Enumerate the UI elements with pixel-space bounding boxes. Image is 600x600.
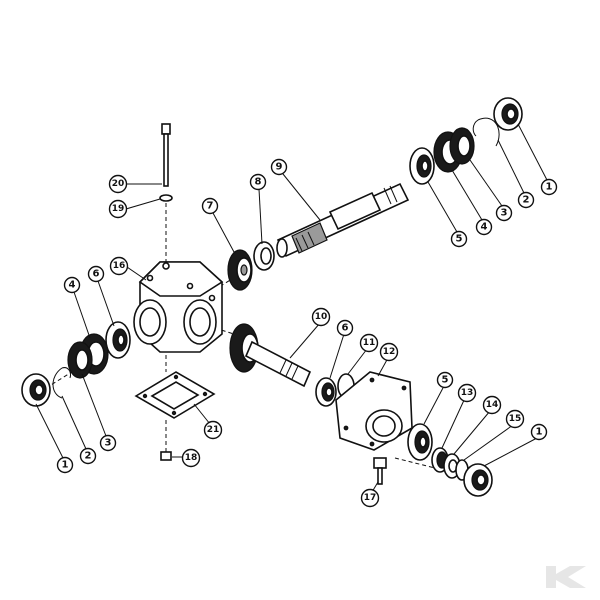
callout-label: 2 (523, 195, 530, 206)
washer-19 (159, 194, 173, 202)
output-gear-shaft-10 (229, 323, 312, 388)
callout-7: 7 (201, 197, 219, 215)
callouts: 1 2 3 4 5 9 8 7 20 19 16 6 4 1 2 3 (56, 158, 558, 508)
circlip-2-left (52, 367, 71, 399)
callout-5-lower: 5 (436, 371, 454, 389)
callout-6-left: 6 (87, 265, 105, 283)
plug-18 (160, 451, 172, 461)
callout-label: 14 (486, 400, 499, 410)
callout-label: 3 (501, 208, 508, 219)
callout-label: 20 (112, 179, 125, 189)
callout-4-top: 4 (475, 218, 493, 236)
callout-1-left: 1 (56, 456, 74, 474)
callout-label: 4 (481, 222, 488, 233)
bevel-gear-7 (227, 249, 253, 291)
callout-8: 8 (249, 173, 267, 191)
spacer-3-left (67, 341, 93, 379)
callout-16: 16 (109, 256, 129, 276)
cap-1-left (21, 373, 51, 407)
callout-label: 16 (113, 261, 126, 271)
callout-6-lower: 6 (336, 319, 354, 337)
callout-label: 9 (276, 162, 283, 173)
callout-label: 17 (364, 493, 377, 503)
callout-12: 12 (379, 342, 399, 362)
callout-1-lower: 1 (530, 423, 548, 441)
callout-3-top: 3 (495, 204, 513, 222)
callout-11: 11 (359, 333, 379, 353)
callout-9: 9 (270, 158, 288, 176)
callout-label: 15 (509, 414, 522, 424)
bolt-17 (373, 457, 387, 485)
callout-19: 19 (108, 199, 128, 219)
bearing-housing-12 (335, 371, 413, 451)
callout-5-top: 5 (450, 230, 468, 248)
callout-label: 2 (85, 451, 92, 462)
callout-14: 14 (482, 395, 502, 415)
bearing-6-lower (315, 377, 337, 407)
callout-2-left: 2 (79, 447, 97, 465)
callout-21: 21 (203, 420, 223, 440)
callout-3-left: 3 (99, 434, 117, 452)
callout-leaders (35, 123, 548, 493)
callout-label: 13 (461, 388, 474, 398)
callout-1-top: 1 (540, 178, 558, 196)
callout-label: 6 (342, 323, 349, 334)
callout-label: 18 (185, 453, 198, 463)
cap-1-top (493, 97, 523, 131)
callout-20: 20 (108, 174, 128, 194)
bearing-5-lower (407, 423, 433, 461)
callout-label: 5 (456, 234, 463, 245)
callout-label: 12 (383, 347, 396, 357)
callout-label: 19 (112, 204, 125, 214)
bearing-8 (253, 241, 275, 271)
k-logo-icon (546, 566, 586, 588)
callout-label: 4 (69, 280, 76, 291)
cap-1-lower (463, 463, 493, 497)
callout-2-top: 2 (517, 191, 535, 209)
callout-label: 7 (207, 201, 214, 212)
callout-18: 18 (181, 448, 201, 468)
callout-label: 6 (93, 269, 100, 280)
gasket-21 (134, 371, 216, 419)
gearbox-housing-16 (133, 261, 224, 353)
callout-label: 1 (62, 460, 69, 471)
input-shaft-9 (276, 182, 410, 258)
callout-label: 5 (442, 375, 449, 386)
callout-4-left: 4 (63, 276, 81, 294)
callout-label: 8 (255, 177, 262, 188)
bearing-5-top (409, 147, 435, 185)
callout-label: 21 (207, 425, 220, 435)
callout-label: 3 (105, 438, 112, 449)
callout-17: 17 (360, 488, 380, 508)
callout-label: 11 (363, 338, 376, 348)
callout-13: 13 (457, 383, 477, 403)
callout-10: 10 (311, 307, 331, 327)
bolt-20 (161, 123, 171, 187)
callout-label: 1 (546, 182, 553, 193)
spacer-3-top (449, 127, 475, 165)
bearing-6-left (105, 321, 131, 359)
callout-15: 15 (505, 409, 525, 429)
callout-label: 1 (536, 427, 543, 438)
callout-label: 10 (315, 312, 328, 322)
